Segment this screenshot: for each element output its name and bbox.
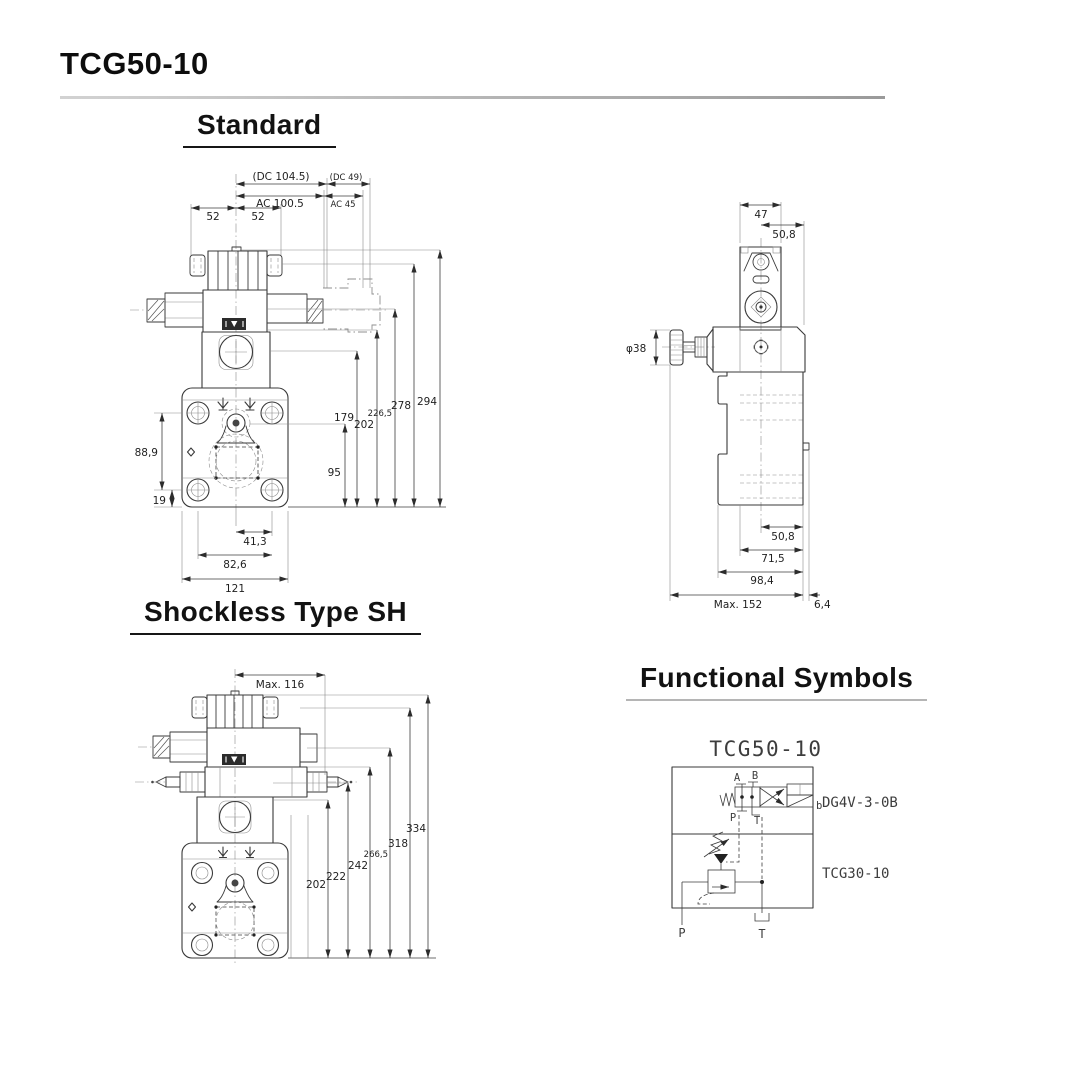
- relief-valve-symbol: P T: [678, 831, 770, 941]
- dim-71-5: 71,5: [761, 553, 784, 565]
- solenoid-b-label: b: [816, 800, 822, 812]
- symbol-model-label: TCG50-10: [709, 737, 822, 761]
- symbol-frame: [671, 766, 814, 909]
- mounting-flange: [181, 842, 289, 959]
- port-b-label: B: [752, 770, 758, 782]
- dim-max-116: Max. 116: [256, 679, 305, 691]
- dim-226-5: 226,5: [368, 409, 392, 419]
- dim-max-152: Max. 152: [714, 599, 762, 611]
- bolt-hole: [256, 861, 280, 885]
- port-p-label: P: [730, 812, 736, 824]
- dim-179: 179: [334, 412, 354, 424]
- shockless-heading: Shockless Type SH: [130, 596, 422, 635]
- dimensions: (DC 104.5) (DC 49) AC 100.5 AC 45 52 52 …: [135, 171, 446, 595]
- page-title: TCG50-10: [60, 46, 209, 81]
- port-glyphs: [217, 397, 256, 411]
- dim-52-right: 52: [251, 211, 264, 223]
- dim-50-8-top: 50,8: [772, 229, 795, 241]
- dim-222: 222: [326, 871, 346, 883]
- brand-logo: [222, 754, 246, 765]
- bolt-hole: [260, 401, 284, 425]
- side-view-drawing: 47 50,8 φ38 50,8 71,5 98,4 Max. 152 6,4: [626, 202, 831, 611]
- dim-88-9: 88,9: [135, 447, 158, 459]
- solenoid-assembly: [130, 246, 386, 333]
- port-a-label: A: [734, 772, 741, 784]
- bolt-hole: [186, 401, 210, 425]
- dim-202: 202: [306, 879, 326, 891]
- adjustment-knob: [669, 328, 714, 372]
- dim-6-4: 6,4: [814, 599, 831, 611]
- left-plug: [146, 298, 166, 323]
- dim-50-8-bot: 50,8: [771, 531, 794, 543]
- standard-heading: Standard: [183, 109, 336, 148]
- bolt-hole: [260, 478, 284, 502]
- bolt-hole: [190, 861, 214, 885]
- dim-202: 202: [354, 419, 374, 431]
- mounting-flange: [181, 387, 289, 508]
- directional-valve-model-label: DG4V-3-0B: [822, 795, 898, 811]
- port-glyphs: [217, 846, 256, 859]
- tank-symbol: [754, 913, 770, 922]
- dim-52-left: 52: [206, 211, 219, 223]
- solenoid-assembly: [138, 690, 318, 768]
- functional-symbols-diagram: TCG50-10 A B P T b: [671, 737, 898, 941]
- dim-dc-width: (DC 104.5): [252, 171, 309, 183]
- functional-symbols-heading: Functional Symbols: [626, 662, 928, 701]
- spring-symbol: [719, 792, 736, 807]
- dim-318: 318: [388, 838, 408, 850]
- dim-242: 242: [348, 860, 368, 872]
- standard-drawing: (DC 104.5) (DC 49) AC 100.5 AC 45 52 52 …: [130, 171, 446, 595]
- poppet: [714, 854, 728, 864]
- shockless-plate: [135, 766, 358, 798]
- dim-41-3: 41,3: [243, 536, 266, 548]
- dim-95: 95: [328, 467, 341, 479]
- dim-278: 278: [391, 400, 411, 412]
- dimensions: 47 50,8 φ38 50,8 71,5 98,4 Max. 152 6,4: [626, 202, 831, 611]
- dim-266-5: 266,5: [364, 850, 388, 860]
- bolt-hole: [186, 478, 210, 502]
- side-body: [669, 326, 810, 506]
- dim-ac-width: AC 100.5: [256, 198, 304, 210]
- dim-ac-right: AC 45: [330, 200, 355, 210]
- bolt-hole: [256, 933, 280, 957]
- dim-334: 334: [406, 823, 426, 835]
- dim-82-6: 82,6: [223, 559, 247, 571]
- title-rule: [60, 96, 885, 99]
- phantom-connector: [323, 278, 381, 333]
- directional-valve-symbol: A B P T b: [719, 770, 822, 879]
- dim-121: 121: [225, 583, 245, 595]
- lower-body: [717, 371, 804, 506]
- dim-dia-38: φ38: [626, 343, 646, 355]
- dim-294: 294: [417, 396, 437, 408]
- right-nut: [306, 298, 324, 324]
- spring-symbol: [708, 831, 724, 855]
- dim-19: 19: [153, 495, 166, 507]
- shockless-drawing: Max. 116 202 222 242 266,5 318 334: [135, 669, 436, 965]
- dim-98-4: 98,4: [750, 575, 774, 587]
- bolt-hole: [190, 933, 214, 957]
- port-t-bottom-label: T: [758, 927, 765, 941]
- relief-valve-model-label: TCG30-10: [822, 866, 889, 882]
- port-p-bottom-label: P: [678, 926, 685, 940]
- solenoid-symbol: [786, 783, 814, 808]
- dimensions: Max. 116 202 222 242 266,5 318 334: [235, 672, 436, 959]
- dim-47: 47: [754, 209, 767, 221]
- solenoid-end-view: [739, 246, 782, 331]
- port-t-label: T: [754, 815, 761, 827]
- dim-dc-right: (DC 49): [330, 173, 363, 183]
- brand-logo: [222, 318, 246, 330]
